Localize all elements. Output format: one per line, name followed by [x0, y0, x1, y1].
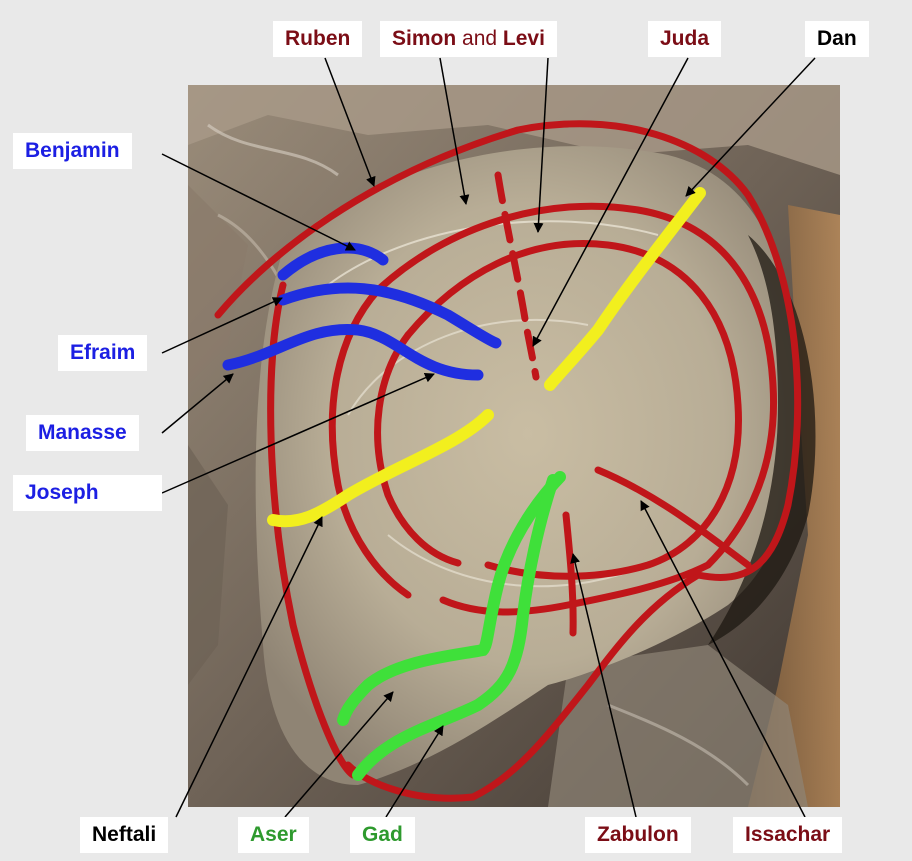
label-ruben: Ruben [273, 21, 362, 57]
arrow-efraim [162, 298, 282, 353]
arrow-benjamin [162, 154, 355, 250]
label-benjamin: Benjamin [13, 133, 132, 169]
arrow-neftali [176, 517, 322, 817]
label-levi: Levi [503, 27, 545, 50]
label-efraim: Efraim [58, 335, 147, 371]
label-neftali: Neftali [80, 817, 168, 853]
arrow-juda [533, 58, 688, 346]
label-simon: Simon [392, 27, 456, 50]
label-dan: Dan [805, 21, 869, 57]
label-zabulon: Zabulon [585, 817, 691, 853]
arrow-issachar [641, 501, 805, 817]
arrow-manasse [162, 374, 233, 433]
label-issachar: Issachar [733, 817, 842, 853]
arrow-levi [538, 58, 548, 232]
label-juda: Juda [648, 21, 721, 57]
label-aser: Aser [238, 817, 309, 853]
arrow-gad [386, 726, 443, 817]
label-manasse: Manasse [26, 415, 139, 451]
label-and: and [462, 27, 497, 50]
arrow-simon [440, 58, 466, 204]
arrow-joseph [162, 374, 434, 493]
label-joseph: Joseph [13, 475, 162, 511]
arrow-dan [686, 58, 815, 196]
label-gad: Gad [350, 817, 415, 853]
arrow-aser [285, 692, 393, 817]
label-simon-and-levi: Simon and Levi [380, 21, 557, 57]
arrow-ruben [325, 58, 374, 186]
arrow-zabulon [573, 554, 636, 817]
